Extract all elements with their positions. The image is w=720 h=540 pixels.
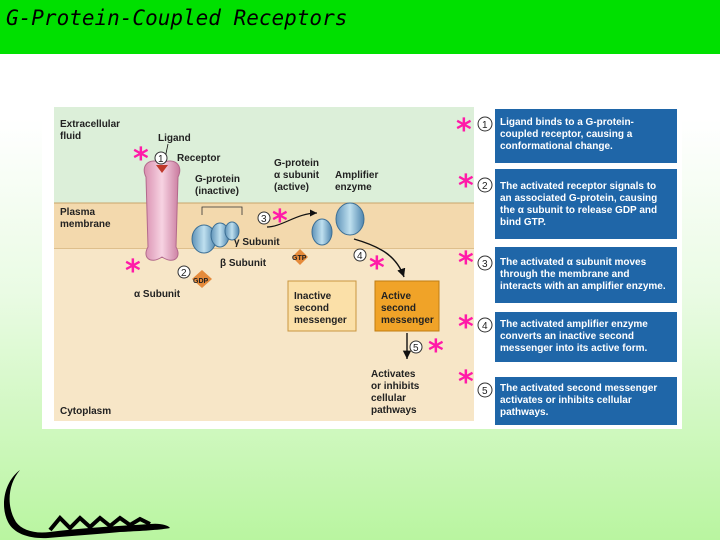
svg-text:The activated amplifier enzyme: The activated amplifier enzyme: [500, 319, 648, 330]
svg-text:The activated α subunit moves: The activated α subunit moves: [500, 257, 647, 268]
svg-text:cellular: cellular: [371, 393, 406, 404]
star-annotation-8: *: [458, 310, 474, 345]
gprotein-gamma: [224, 221, 240, 241]
svg-text:the α subunit to release GDP a: the α subunit to release GDP and: [500, 205, 657, 216]
crocodile-logo-icon: [4, 470, 170, 539]
svg-text:interacts with an amplifier en: interacts with an amplifier enzyme.: [500, 281, 666, 292]
star-annotation-2: *: [133, 142, 149, 177]
svg-text:2: 2: [181, 268, 187, 279]
svg-text:1: 1: [158, 154, 164, 165]
svg-text:messenger: messenger: [381, 315, 434, 326]
plasma-membrane: [54, 203, 474, 249]
svg-text:bind GTP.: bind GTP.: [500, 217, 546, 228]
svg-text:The activated second messenger: The activated second messenger: [500, 383, 657, 394]
amplifier-shape: [335, 202, 365, 236]
plasma-membrane-label: Plasma: [60, 207, 95, 218]
svg-text:enzyme: enzyme: [335, 182, 372, 193]
svg-text:Inactive: Inactive: [294, 291, 332, 302]
diagram-step-2: [177, 265, 191, 279]
svg-text:2: 2: [482, 181, 488, 192]
svg-text:Ligand binds to a G-protein-: Ligand binds to a G-protein-: [500, 117, 634, 128]
step-box-4: 4 The activated amplifier enzyme convert…: [477, 312, 677, 362]
svg-text:1: 1: [482, 120, 488, 131]
svg-text:3: 3: [261, 214, 267, 225]
svg-text:converts an inactive second: converts an inactive second: [500, 331, 634, 342]
svg-text:Active: Active: [381, 291, 411, 302]
star-annotation-1: *: [456, 113, 472, 148]
svg-text:GTP: GTP: [292, 255, 307, 262]
svg-text:or inhibits: or inhibits: [371, 381, 420, 392]
active-messenger-box: [374, 280, 440, 332]
result-label: Activates: [371, 369, 416, 380]
amplifier-label: Amplifier: [335, 170, 378, 181]
step-box-5: 5 The activated second messenger activat…: [477, 377, 677, 425]
svg-text:activates or inhibits cellular: activates or inhibits cellular: [500, 395, 632, 406]
ligand-label: Ligand: [158, 133, 191, 144]
diagram-step-3: [257, 211, 271, 225]
star-annotation-3: *: [458, 169, 474, 204]
cytoplasm-region: [54, 249, 474, 421]
star-annotation-9: *: [428, 334, 444, 369]
svg-text:pathways: pathways: [371, 405, 417, 416]
star-annotation-10: *: [458, 365, 474, 400]
gtp-marker: [292, 249, 308, 265]
extracellular-region: [54, 107, 474, 203]
svg-text:4: 4: [482, 321, 488, 332]
step-box-3: 3 The activated α subunit moves through …: [477, 247, 677, 303]
gpcr-figure: Extracellular fluid Plasma membrane Cyto…: [42, 107, 682, 429]
gdp-marker: [192, 270, 212, 288]
ligand-shape: [156, 165, 168, 173]
svg-text:5: 5: [482, 386, 488, 397]
svg-text:pathways.: pathways.: [500, 407, 549, 418]
diagram-step-4: [353, 248, 367, 262]
step-box-1: 1 Ligand binds to a G-protein- coupled r…: [477, 109, 677, 163]
receptor-label: Receptor: [177, 153, 220, 164]
svg-text:3: 3: [482, 259, 488, 270]
diagram-step-1: [154, 151, 168, 165]
svg-text:α subunit: α subunit: [274, 170, 320, 181]
svg-text:second: second: [381, 303, 416, 314]
alpha-subunit-label: α Subunit: [134, 289, 181, 300]
step-box-2: 2 The activated receptor signals to an a…: [477, 169, 677, 239]
svg-text:coupled receptor, causing a: coupled receptor, causing a: [500, 129, 633, 140]
svg-text:fluid: fluid: [60, 131, 81, 142]
star-annotation-5: *: [458, 246, 474, 281]
star-annotation-4: *: [272, 204, 288, 239]
gpcr-diagram: Extracellular fluid Plasma membrane Cyto…: [54, 107, 677, 425]
star-annotation-6: *: [125, 254, 141, 289]
svg-text:messenger into its active form: messenger into its active form.: [500, 343, 647, 354]
extracellular-label: Extracellular: [60, 119, 120, 130]
svg-text:messenger: messenger: [294, 315, 347, 326]
active-alpha-shape: [311, 218, 333, 246]
alpha-active-label: G-protein: [274, 158, 319, 169]
gprotein-inactive-label: G-protein: [195, 174, 240, 185]
gamma-subunit-label: γ Subunit: [234, 237, 280, 248]
inactive-messenger-box: [287, 280, 357, 332]
svg-text:(inactive): (inactive): [195, 186, 239, 197]
svg-text:second: second: [294, 303, 329, 314]
svg-text:4: 4: [357, 251, 363, 262]
svg-text:through the membrane and: through the membrane and: [500, 269, 629, 280]
receptor-shape: [143, 160, 181, 261]
cytoplasm-label: Cytoplasm: [60, 406, 111, 417]
slide-title: G-Protein-Coupled Receptors: [6, 6, 348, 30]
svg-text:5: 5: [413, 343, 419, 354]
svg-text:an associated G-protein, causi: an associated G-protein, causing: [500, 193, 657, 204]
beta-subunit-label: β Subunit: [220, 258, 267, 269]
svg-text:The activated receptor signals: The activated receptor signals to: [500, 181, 656, 192]
diagram-step-5: [409, 340, 423, 354]
svg-text:conformational change.: conformational change.: [500, 141, 613, 152]
title-bar: G-Protein-Coupled Receptors: [0, 0, 720, 54]
svg-text:GDP: GDP: [193, 278, 209, 285]
svg-text:(active): (active): [274, 182, 309, 193]
star-annotation-7: *: [369, 251, 385, 286]
svg-text:membrane: membrane: [60, 219, 111, 230]
